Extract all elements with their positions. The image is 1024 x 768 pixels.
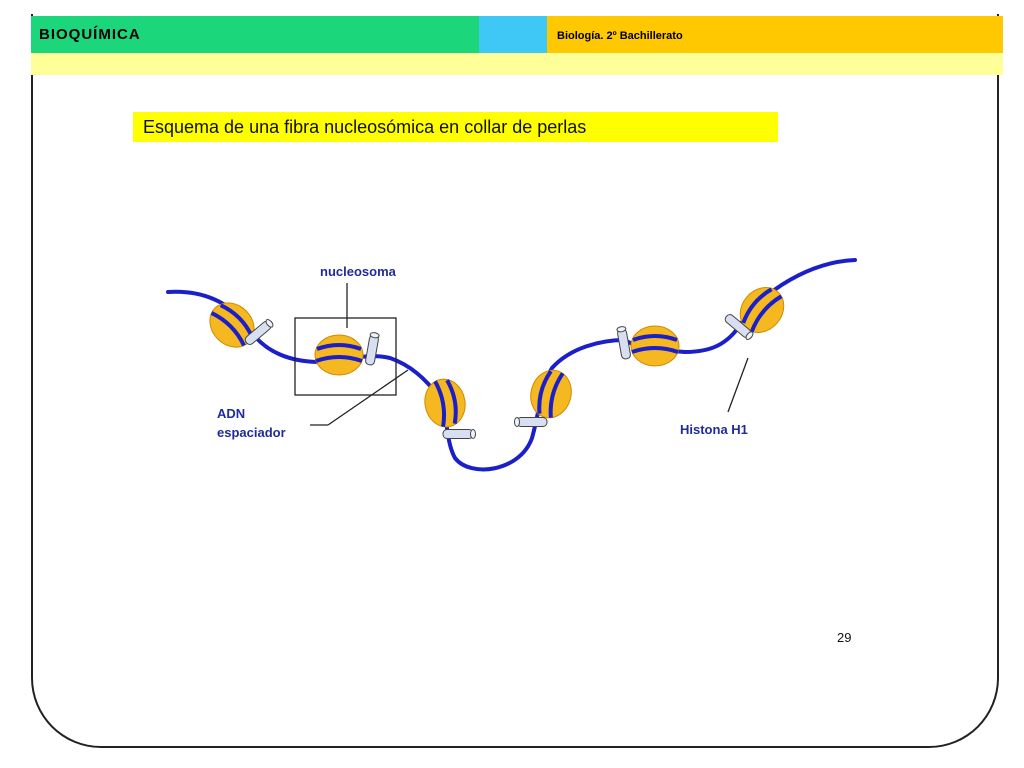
header-yellow-band <box>31 53 1003 75</box>
header-orange-bar <box>547 16 1003 53</box>
header-course: Biología. 2º Bachillerato <box>557 30 683 42</box>
nucleosome-bead-5 <box>629 324 681 368</box>
slide-frame <box>31 14 999 748</box>
linker-dna-leader-diag <box>327 369 409 426</box>
page-number: 29 <box>837 630 852 645</box>
nucleosome-bead-2 <box>313 333 365 377</box>
slide-title: Esquema de una fibra nucleosómica en col… <box>133 112 778 142</box>
nucleosome-bead-1 <box>201 294 263 356</box>
histone-h1-2 <box>364 331 380 367</box>
nucleosome-bead-4 <box>523 363 579 425</box>
dna-strand <box>166 258 857 472</box>
linker-dna-label-line1: ADN <box>217 406 246 421</box>
nucleosome-label: nucleosoma <box>320 264 396 279</box>
header-blue-bar <box>479 16 547 53</box>
histone-h1-4 <box>514 417 548 427</box>
header-title: BIOQUÍMICA <box>39 26 141 43</box>
linker-dna-label-line2: espaciador <box>217 425 286 440</box>
histone-h1-label: Histona H1 <box>680 422 748 437</box>
header-green-bar <box>31 16 479 53</box>
histone-h1-3 <box>442 429 476 439</box>
nucleosome-box <box>294 317 397 396</box>
histone-h1-leader <box>727 357 749 413</box>
